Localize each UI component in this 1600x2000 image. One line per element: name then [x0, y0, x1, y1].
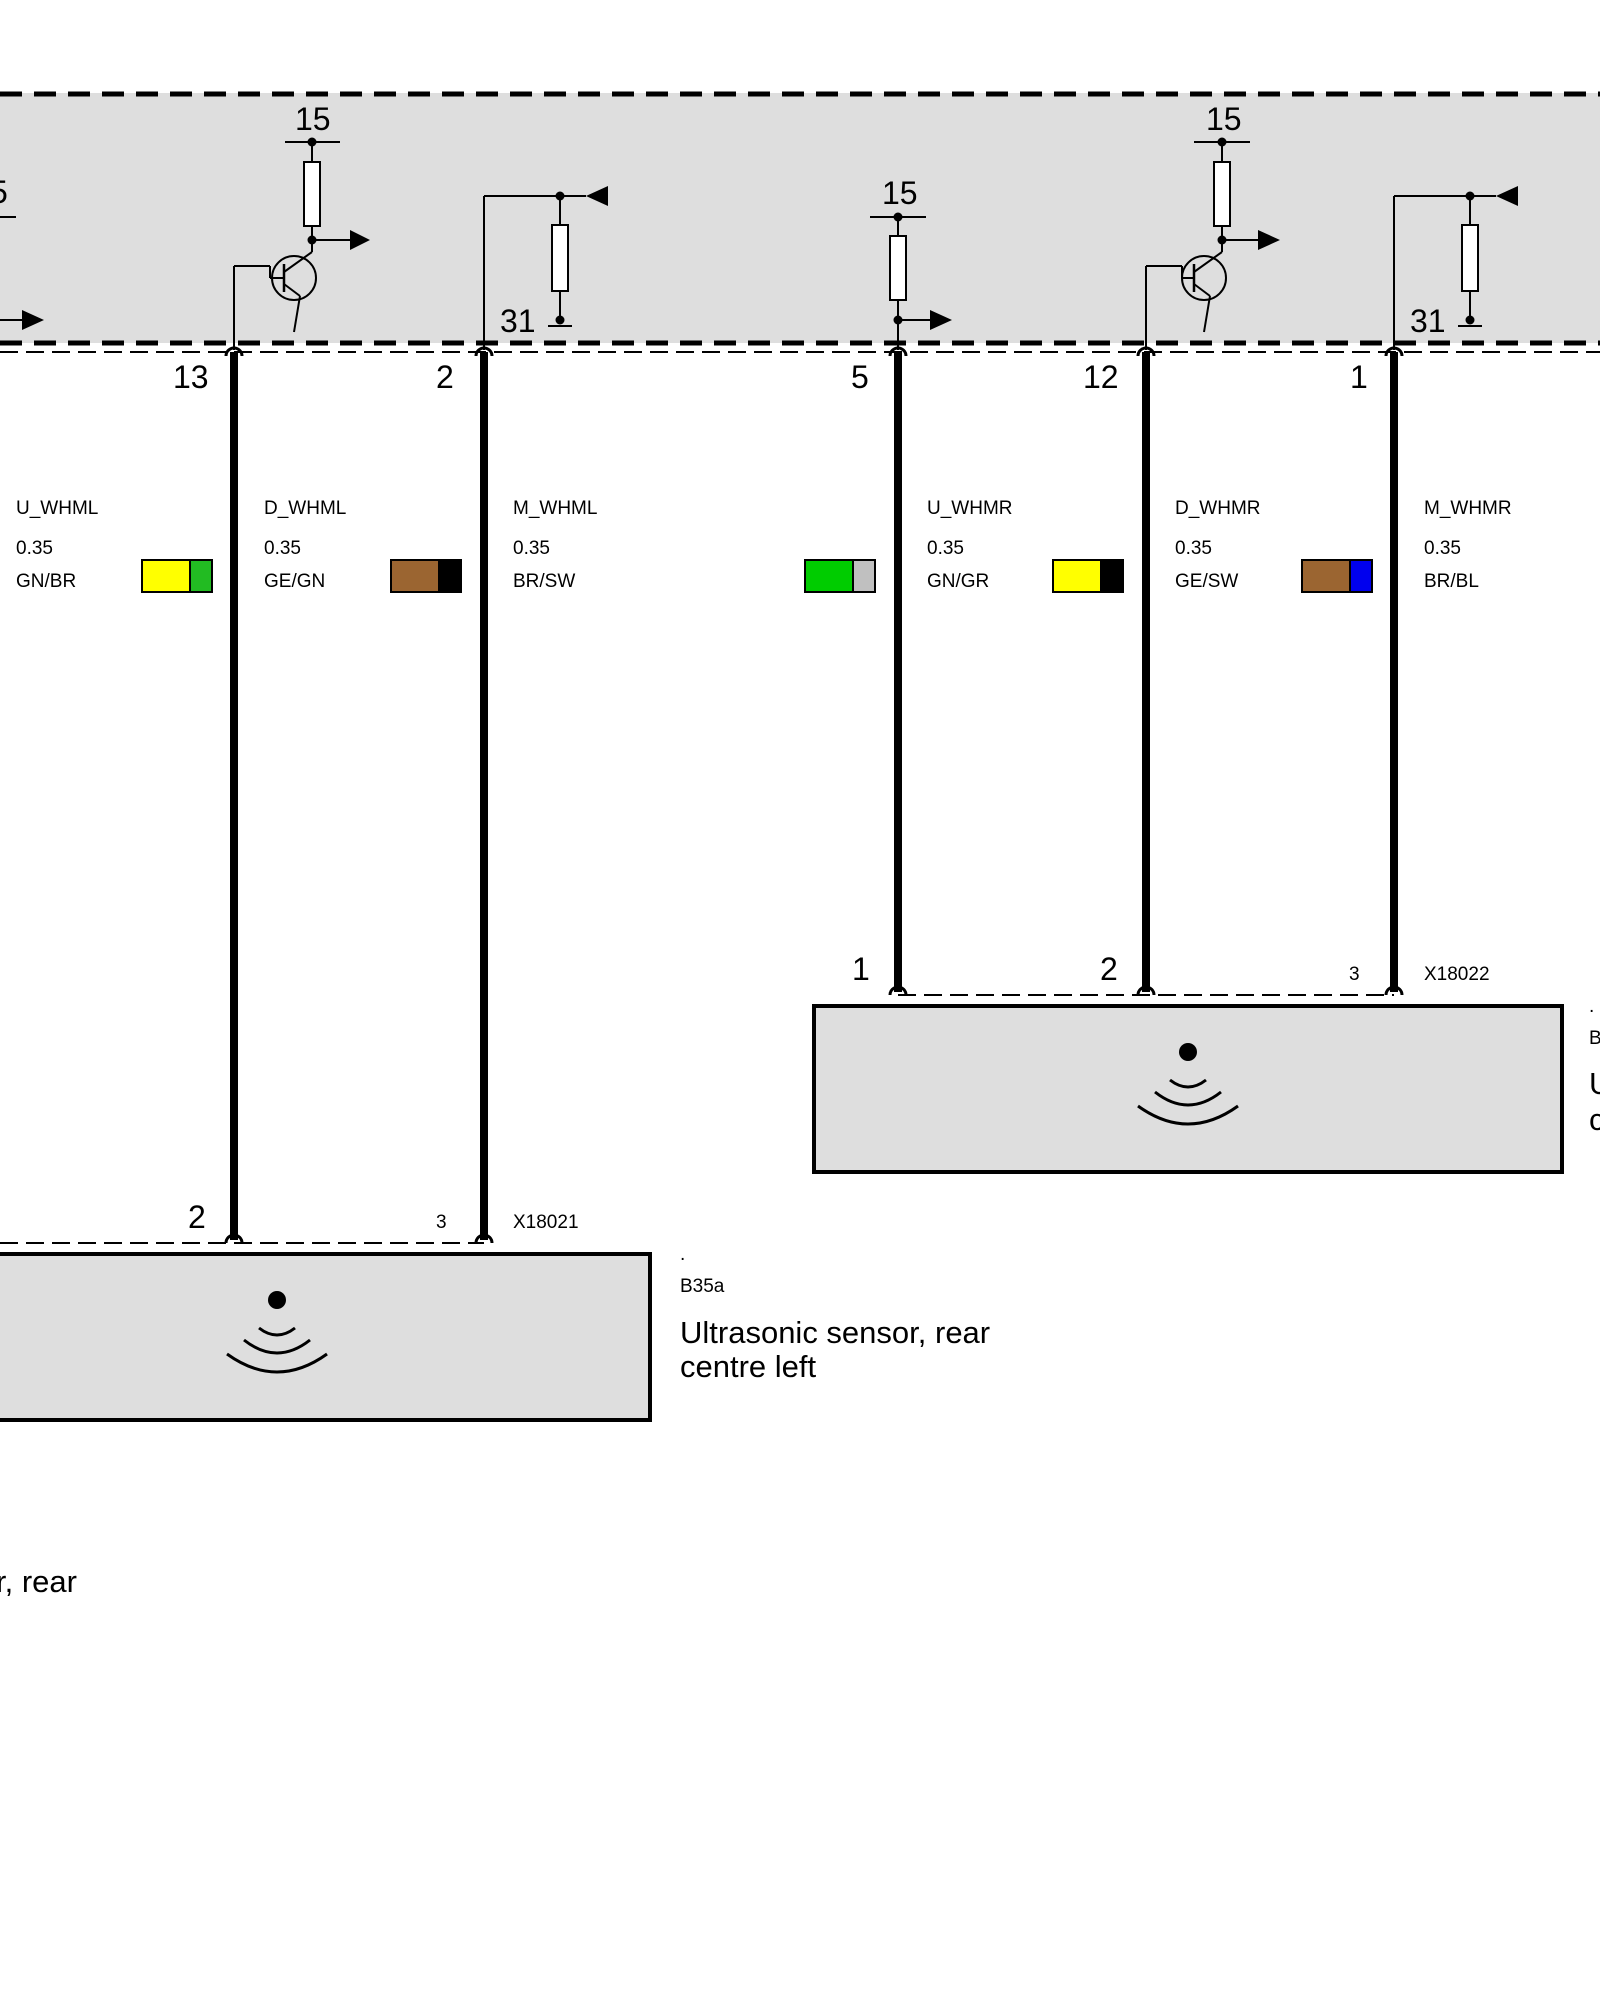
ground-right-label: 31 — [1410, 303, 1446, 339]
wire-color-code: GN/GR — [927, 571, 989, 592]
wire-name: U_WHML — [16, 498, 98, 519]
color-swatch-main — [1301, 559, 1351, 593]
module-pin-label: 2 — [436, 359, 454, 395]
sensor-left: 2 3 X18021 . B35a Ultrasonic sensor, rea… — [0, 1199, 990, 1422]
wire-color-code: BR/BL — [1424, 571, 1479, 592]
wire-name: D_WHMR — [1175, 498, 1261, 519]
sensor-title-line2: c — [1589, 1102, 1600, 1137]
ground-left-label: 31 — [500, 303, 536, 339]
color-swatch-stripe — [438, 559, 462, 593]
control-module: 5 15 — [0, 91, 1600, 353]
arrow-icon — [586, 186, 608, 206]
wire-color-code: GN/BR — [16, 571, 76, 592]
wire-gauge: 0.35 — [513, 538, 550, 559]
sensor-pin-label: 1 — [852, 951, 870, 987]
wire-label-group: M_WHMR 0.35 BR/BL — [1301, 498, 1512, 593]
wire-name: M_WHML — [513, 498, 597, 519]
module-pin-label: 1 — [1350, 359, 1368, 395]
sensor-title-line2: centre left — [680, 1349, 817, 1384]
wire-gauge: 0.35 — [264, 538, 301, 559]
wire-label-group: D_WHML 0.35 GE/GN — [264, 498, 462, 593]
resistor-circuit-right: 15 — [870, 175, 952, 350]
wire-color-code: GE/SW — [1175, 571, 1238, 592]
sensor-pin-label: 3 — [436, 1212, 447, 1233]
wire-label-group: U_WHML 0.35 GN/BR — [16, 498, 213, 593]
color-swatch-stripe — [852, 559, 876, 593]
color-swatch-stripe — [1349, 559, 1373, 593]
color-swatch-main — [804, 559, 854, 593]
arrow-icon — [1258, 230, 1280, 250]
wire-gauge: 0.35 — [16, 538, 53, 559]
sensor-pin-label: 3 — [1349, 964, 1360, 985]
resistor-right-supply-label: 15 — [882, 175, 918, 211]
ultrasonic-icon — [226, 1291, 328, 1374]
arrow-icon — [350, 230, 370, 250]
wire-harness: 13 2 5 12 1 U_WHML 0.35 GN/BR D_WHML 0.3… — [16, 346, 1512, 1240]
color-swatch — [804, 559, 876, 593]
left-supply-label: 5 — [0, 174, 8, 210]
wire-name: D_WHML — [264, 498, 346, 519]
wire-name: U_WHMR — [927, 498, 1013, 519]
sensor-title-line1: Ultrasonic sensor, rear — [680, 1315, 990, 1350]
resistor-icon — [889, 235, 907, 301]
arrow-icon — [930, 310, 952, 330]
offscreen-sensor-label: r, rear — [0, 1564, 77, 1599]
color-swatch-main — [1052, 559, 1102, 593]
ground-circuit-right: 31 — [1393, 186, 1518, 350]
module-pin-label: 12 — [1083, 359, 1119, 395]
module-pin-label: 5 — [851, 359, 869, 395]
wire-label-group: U_WHMR 0.35 GN/GR — [804, 498, 1013, 593]
arrow-icon — [1496, 186, 1518, 206]
transistor-right-supply-label: 15 — [1206, 101, 1242, 137]
color-swatch — [141, 559, 213, 593]
sensor-body — [812, 1004, 1564, 1174]
transistor-circuit-right: 15 — [1145, 101, 1280, 350]
color-swatch — [1052, 559, 1124, 593]
sensor-title-line1: U — [1589, 1066, 1600, 1101]
color-swatch — [1301, 559, 1373, 593]
wire-gauge: 0.35 — [927, 538, 964, 559]
sensor-pin-label: 2 — [188, 1199, 206, 1235]
sensor-ref: B35a — [680, 1276, 725, 1297]
wire-gauge: 0.35 — [1424, 538, 1461, 559]
ultrasonic-icon — [1137, 1043, 1239, 1126]
wire-label-group: M_WHML 0.35 BR/SW — [513, 498, 597, 592]
wire-color-code: GE/GN — [264, 571, 325, 592]
color-swatch-main — [390, 559, 440, 593]
sensor-dot: . — [1589, 996, 1594, 1017]
sensor-body — [0, 1252, 652, 1422]
wire-label-group: D_WHMR 0.35 GE/SW — [1052, 498, 1261, 593]
module-body — [0, 93, 1600, 343]
sensor-right: 1 2 3 X18022 . B U c — [812, 951, 1600, 1174]
terminal-icons — [224, 346, 1404, 357]
left-partial-supply: 5 — [0, 174, 44, 330]
module-pin-label: 13 — [173, 359, 209, 395]
transistor-left-supply-label: 15 — [295, 101, 331, 137]
transistor-circuit-left: 15 — [233, 101, 370, 350]
color-swatch-stripe — [1100, 559, 1124, 593]
wire-gauge: 0.35 — [1175, 538, 1212, 559]
color-swatch — [390, 559, 462, 593]
connector-id: X18021 — [513, 1212, 579, 1233]
sensor-ref: B — [1589, 1028, 1600, 1049]
resistor-icon — [303, 161, 321, 227]
ground-circuit-left: 31 — [483, 186, 608, 350]
connector-id: X18022 — [1424, 964, 1490, 985]
resistor-icon — [1213, 161, 1231, 227]
wire-name: M_WHMR — [1424, 498, 1512, 519]
arrow-icon — [22, 310, 44, 330]
color-swatch-stripe — [189, 559, 213, 593]
terminal-icons — [224, 1233, 494, 1244]
wire-color-code: BR/SW — [513, 571, 575, 592]
sensor-pin-label: 2 — [1100, 951, 1118, 987]
terminal-icons — [888, 985, 1404, 996]
resistor-icon — [1461, 224, 1479, 292]
sensor-dot: . — [680, 1244, 685, 1265]
resistor-icon — [551, 224, 569, 292]
color-swatch-main — [141, 559, 191, 593]
